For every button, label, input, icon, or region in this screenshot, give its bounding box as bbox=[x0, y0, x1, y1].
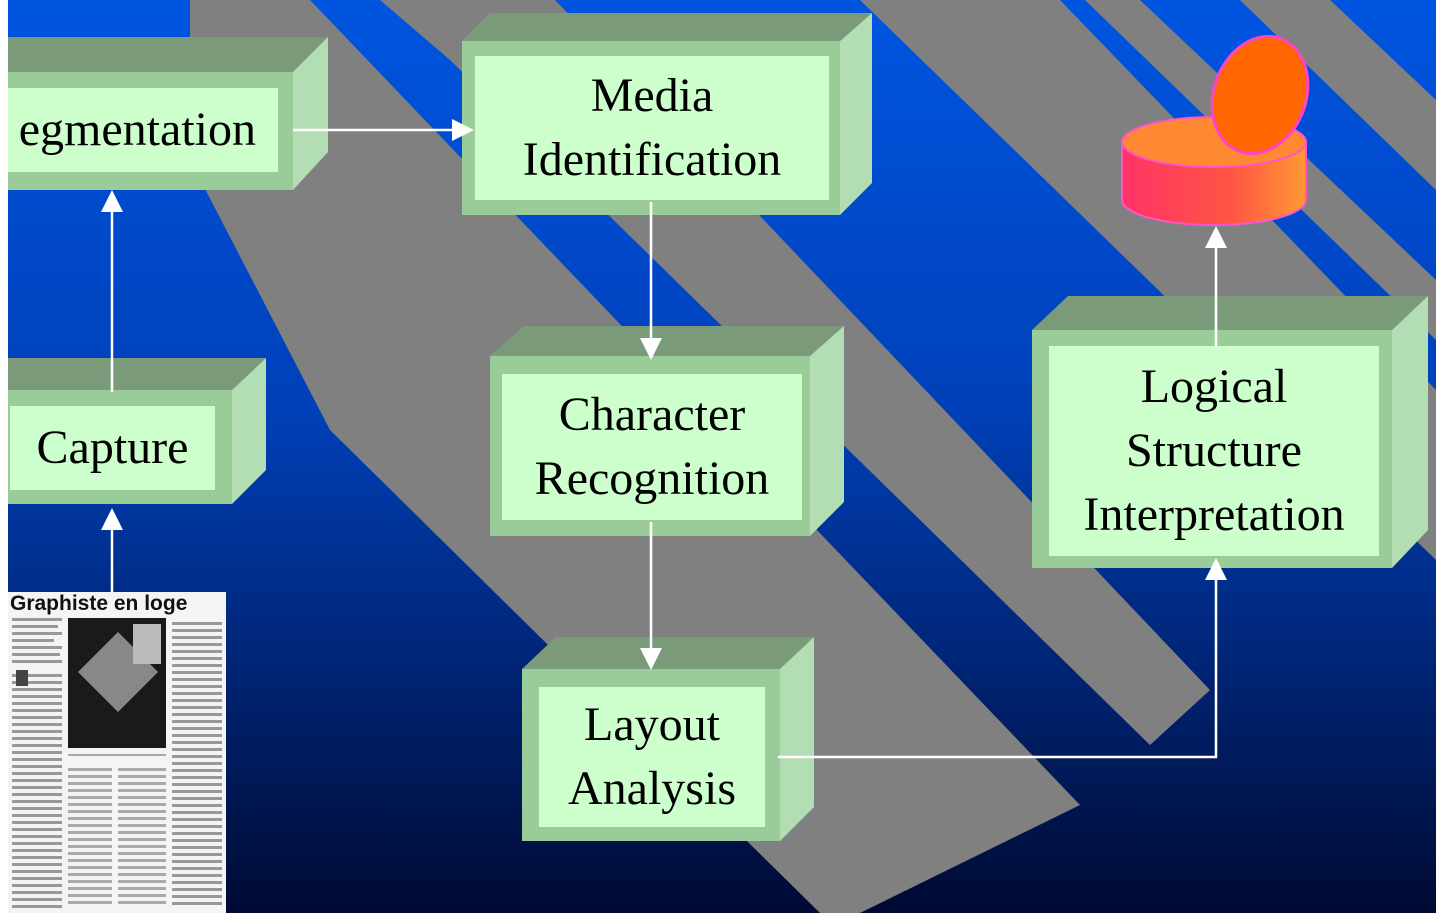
capture-box: Capture bbox=[0, 358, 268, 506]
segmentation-box: egmentation bbox=[0, 37, 330, 192]
document-image: Graphiste en loge bbox=[8, 592, 226, 913]
document-body-texture bbox=[12, 618, 222, 908]
capture-label: Capture bbox=[10, 406, 215, 490]
database-cylinder-icon bbox=[1121, 34, 1310, 226]
left-margin bbox=[0, 0, 8, 913]
logical-structure-interpretation-box: Logical Structure Interpretation bbox=[1032, 296, 1430, 570]
layout-analysis-label: Layout Analysis bbox=[539, 687, 765, 827]
media-identification-box: Media Identification bbox=[462, 13, 874, 216]
layout-analysis-box: Layout Analysis bbox=[522, 637, 816, 842]
character-recognition-label: Character Recognition bbox=[502, 374, 802, 520]
segmentation-label: egmentation bbox=[0, 88, 278, 172]
media-identification-label: Media Identification bbox=[475, 56, 829, 200]
logical-structure-interpretation-label: Logical Structure Interpretation bbox=[1049, 346, 1379, 556]
character-recognition-box: Character Recognition bbox=[490, 326, 846, 538]
document-headline: Graphiste en loge bbox=[10, 592, 188, 615]
